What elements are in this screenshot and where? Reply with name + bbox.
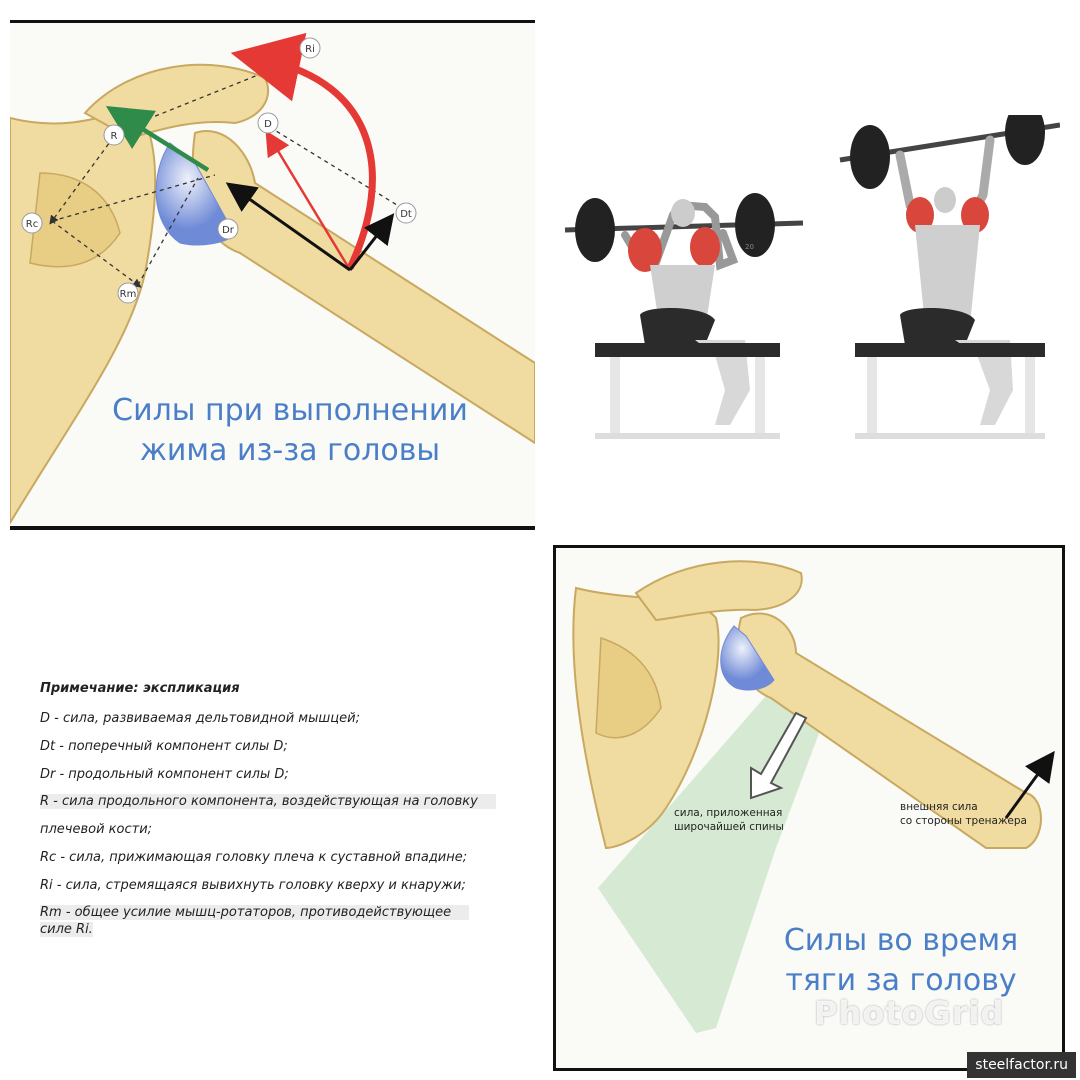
force-label-r: R xyxy=(103,124,125,146)
shoulder-bone-diagram: Ri R D Dt Rc Dr Rm xyxy=(10,32,535,525)
force-label-ri: Ri xyxy=(299,37,321,59)
note-line: силе Ri. xyxy=(40,922,93,937)
svg-text:R: R xyxy=(111,131,118,142)
force-label-rm: Rm xyxy=(117,282,139,304)
press-caption-line1: Силы при выполнении xyxy=(112,393,468,428)
force-label-dr: Dr xyxy=(217,218,239,240)
svg-text:Dt: Dt xyxy=(400,209,412,220)
note-line: Dr - продольный компонент силы D; xyxy=(40,767,289,782)
svg-text:D: D xyxy=(264,119,272,130)
pulldown-caption-line2: тяги за голову xyxy=(785,962,1017,998)
note-line: Ri - сила, стремящаяся вывихнуть головку… xyxy=(40,878,466,893)
figure-end-position xyxy=(839,115,1060,439)
lat-force-label: сила, приложенная широчайшей спины xyxy=(674,807,784,834)
press-caption: Силы при выполнении жима из-за головы xyxy=(95,391,485,470)
notes-explication: Примечание: экспликация D - сила, развив… xyxy=(38,675,518,945)
svg-text:Rc: Rc xyxy=(26,219,38,230)
svg-text:20: 20 xyxy=(745,243,754,251)
pulldown-caption: Силы во время тяги за голову xyxy=(746,921,1056,1000)
panel-seated-press-illustration: 20 xyxy=(555,115,1060,450)
pulldown-caption-line1: Силы во время xyxy=(783,923,1019,958)
force-label-d: D xyxy=(257,112,279,134)
note-line: Dt - поперечный компонент силы D; xyxy=(40,739,288,754)
note-line: D - сила, развиваемая дельтовидной мышце… xyxy=(40,711,360,726)
svg-text:Rm: Rm xyxy=(120,289,137,300)
notes-title: Примечание: экспликация xyxy=(40,681,240,696)
note-line: Rm - общее усилие мышц-ротаторов, против… xyxy=(40,905,470,920)
external-force-label: внешняя сила со стороны тренажера xyxy=(900,801,1027,828)
force-label-dt: Dt xyxy=(395,202,417,224)
panel-pulldown-forces: сила, приложенная широчайшей спины внешн… xyxy=(553,545,1065,1071)
site-watermark: steelfactor.ru xyxy=(967,1052,1076,1078)
seated-press-figures: 20 xyxy=(564,115,1060,439)
shoulder-pulldown-diagram xyxy=(572,560,1055,1033)
photogrid-watermark: PhotoGrid xyxy=(814,994,1005,1032)
panel-press-forces: Ri R D Dt Rc Dr Rm Силы при выполнении ж… xyxy=(10,20,535,530)
note-line: Rc - сила, прижимающая головку плеча к с… xyxy=(40,850,468,865)
note-line: R - сила продольного компонента, воздейс… xyxy=(40,794,496,809)
svg-text:Ri: Ri xyxy=(305,44,315,55)
note-line: плечевой кости; xyxy=(40,822,153,837)
svg-text:Dr: Dr xyxy=(222,225,235,236)
figure-start-position: 20 xyxy=(564,193,804,439)
press-caption-line2: жима из-за головы xyxy=(139,432,441,468)
force-label-rc: Rc xyxy=(21,212,43,234)
